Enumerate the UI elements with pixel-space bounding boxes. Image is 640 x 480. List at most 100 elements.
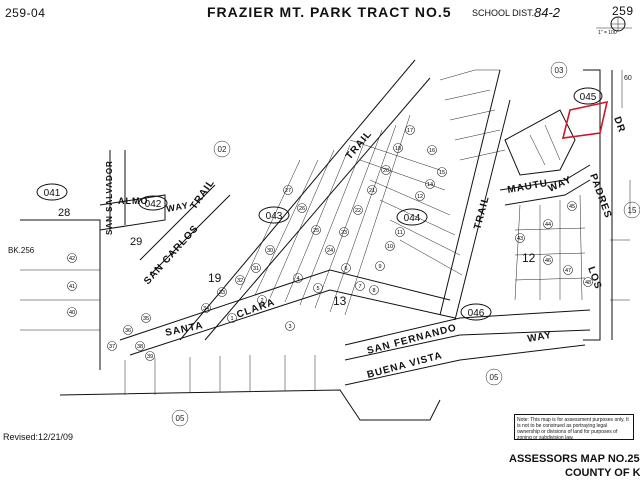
road-san-fernando: SAN FERNANDO	[366, 322, 458, 357]
road-clara: CLARA	[235, 297, 276, 321]
lot-number: 14	[425, 179, 435, 189]
lot-number: 21	[367, 185, 377, 195]
parcel-circle-03[interactable]: 03	[550, 61, 568, 79]
lot-number: 24	[325, 245, 335, 255]
svg-text:47: 47	[565, 268, 571, 274]
lot-number: 32	[235, 275, 245, 285]
trail-lot-cross	[349, 139, 463, 276]
svg-text:045: 045	[580, 92, 597, 103]
parcel-bubble-042[interactable]: 042	[138, 195, 168, 211]
trail-lot-lines	[239, 114, 411, 316]
svg-text:41: 41	[69, 284, 75, 290]
lot-number: 26	[297, 203, 307, 213]
san-carlos-road	[139, 184, 231, 276]
road-mautu: MAUTU	[507, 178, 549, 196]
lot-number: 25	[311, 225, 321, 235]
mautu-way-upper	[499, 164, 591, 191]
svg-text:042: 042	[145, 199, 162, 210]
svg-text:30: 30	[267, 248, 273, 254]
lot-number: 11	[395, 227, 405, 237]
svg-text:044: 044	[404, 213, 421, 224]
svg-text:39: 39	[147, 354, 153, 360]
svg-text:2: 2	[260, 298, 263, 304]
lot-number: 41	[67, 281, 77, 291]
lot-number: 12	[415, 191, 425, 201]
lot-number: 30	[265, 245, 275, 255]
svg-text:18: 18	[395, 146, 401, 152]
svg-text:31: 31	[253, 266, 259, 272]
parcel-bubble-045[interactable]: 045	[573, 87, 603, 105]
highlighted-parcel[interactable]	[561, 100, 609, 139]
parcel-circle-02[interactable]: 02	[213, 140, 231, 158]
lot-number: 36	[123, 325, 133, 335]
block-60: 60	[624, 75, 632, 82]
lot-number: 35	[141, 313, 151, 323]
svg-text:17: 17	[407, 128, 413, 134]
svg-text:35: 35	[143, 316, 149, 322]
parcel-bubble-044[interactable]: 044	[396, 208, 428, 226]
santa-clara-upper	[119, 269, 451, 341]
lot-number: 8	[369, 285, 379, 295]
road-almo: ALMO	[118, 196, 149, 206]
svg-text:BK.256: BK.256	[8, 246, 35, 255]
school-dist-value: 84-2	[534, 5, 561, 20]
north-arrow-icon	[596, 16, 632, 32]
lot-number: 6	[341, 263, 351, 273]
lot-number: 15	[437, 167, 447, 177]
lot-number: 45	[567, 201, 577, 211]
svg-text:043: 043	[266, 211, 283, 222]
svg-text:4: 4	[296, 276, 299, 282]
svg-text:33: 33	[219, 290, 225, 296]
svg-text:36: 36	[125, 328, 131, 334]
svg-text:27: 27	[285, 188, 291, 194]
lot-number: 38	[135, 341, 145, 351]
parcel-bubble-043[interactable]: 043	[258, 206, 290, 224]
lot-number: 23	[339, 227, 349, 237]
left-lot-lines	[20, 269, 100, 331]
map-title: FRAZIER MT. PARK TRACT NO.5	[207, 4, 452, 20]
svg-text:15: 15	[439, 170, 445, 176]
svg-text:5: 5	[316, 286, 319, 292]
road-way-top: WAY	[166, 200, 190, 214]
block-28: 28	[58, 207, 70, 219]
parcel-bubble-041[interactable]: 041	[36, 183, 68, 201]
mautu-cross-lots	[514, 227, 586, 281]
parcel-circle-05-right[interactable]: 05	[485, 368, 503, 386]
svg-text:44: 44	[545, 222, 551, 228]
parcel-bubble-046[interactable]: 046	[460, 303, 492, 321]
los-padres-lots	[610, 70, 631, 301]
parcel-circle-15[interactable]: 15	[623, 201, 640, 219]
lot-number: 20	[381, 165, 391, 175]
left-boundary	[20, 219, 101, 370]
svg-text:9: 9	[378, 264, 381, 270]
disclaimer-note: Note: This map is for assessment purpose…	[514, 414, 634, 441]
los-padres-left-edge	[583, 69, 601, 341]
lot-number: 47	[563, 265, 573, 275]
school-dist-label: SCHOOL DIST.	[472, 8, 535, 18]
trail-right-edge-1	[439, 69, 501, 316]
svg-text:3: 3	[288, 324, 291, 330]
block-13: 13	[333, 294, 347, 308]
svg-text:46: 46	[545, 258, 551, 264]
san-fernando-edge	[344, 309, 591, 346]
svg-text:11: 11	[397, 230, 403, 236]
lot-number: 40	[67, 307, 77, 317]
svg-text:8: 8	[372, 288, 375, 294]
lot-number: 16	[427, 145, 437, 155]
road-san-salvador: SAN SALVADOR	[105, 160, 114, 235]
lot-number: 44	[543, 219, 553, 229]
trail-east-lots	[439, 69, 506, 161]
parcel-bubble-bk256[interactable]: BK.256	[8, 246, 35, 255]
lot-number: 31	[251, 263, 261, 273]
lot-number: 46	[543, 255, 553, 265]
svg-text:34: 34	[203, 306, 209, 312]
lot-number: 17	[405, 125, 415, 135]
svg-text:38: 38	[137, 344, 143, 350]
svg-text:05: 05	[176, 414, 185, 423]
bottom-boundary	[59, 389, 441, 421]
svg-text:25: 25	[313, 228, 319, 234]
parcel-circle-05-bottom[interactable]: 05	[171, 409, 189, 427]
page-code-right: 259	[612, 4, 634, 18]
block-12: 12	[522, 251, 536, 265]
